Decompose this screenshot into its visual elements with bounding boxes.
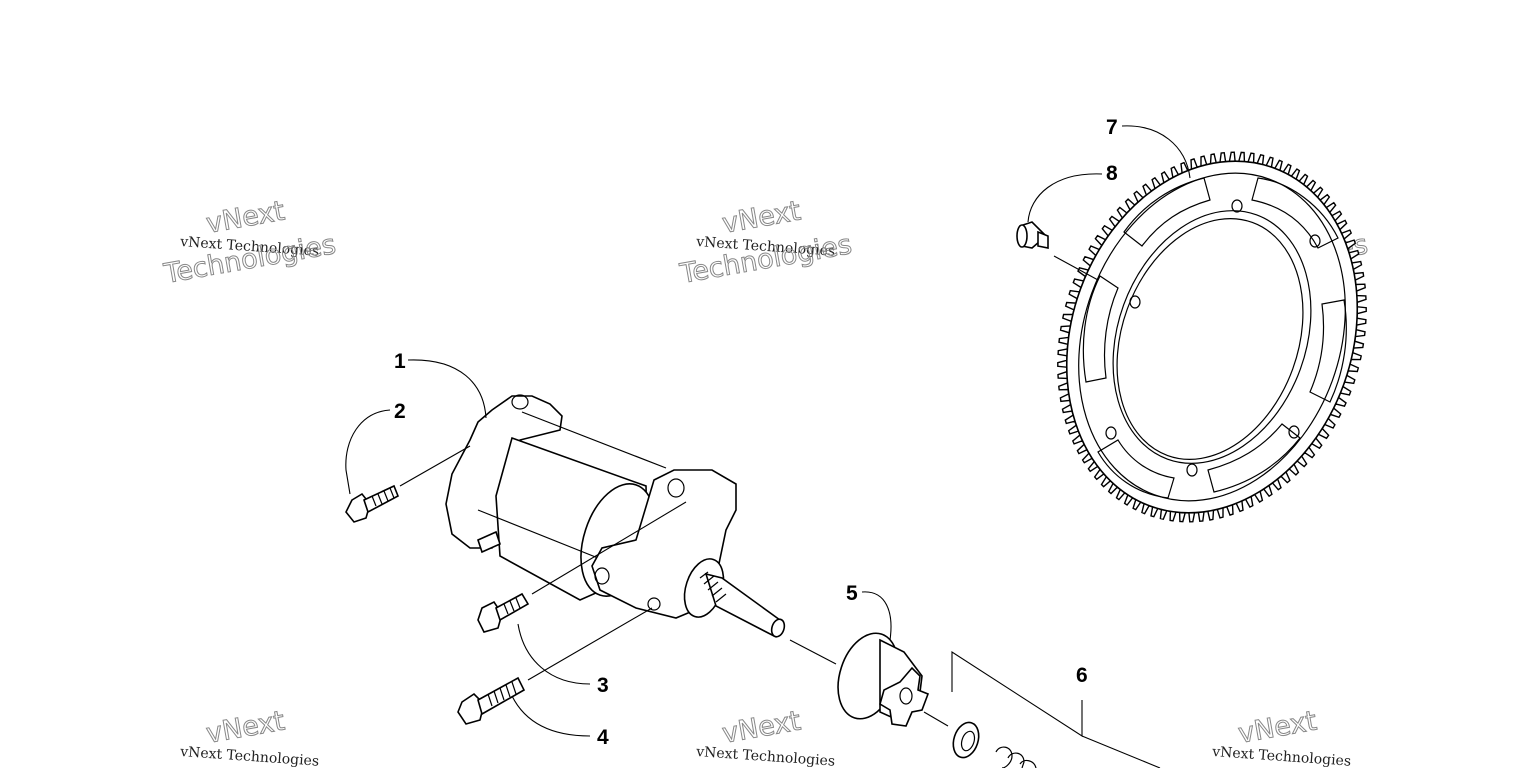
bolt-thread-lines — [487, 681, 517, 707]
watermark: vNext vNext Technologies Technologies — [161, 195, 339, 290]
watermark: vNext vNext Technologies — [695, 705, 836, 768]
leader-5 — [861, 591, 892, 641]
watermark-large-1: vNext — [204, 706, 287, 750]
gear-hole — [1288, 425, 1300, 439]
starter-front-lug — [594, 567, 610, 585]
flat-head-screw — [1016, 221, 1099, 281]
watermark-large-1: vNext — [204, 196, 287, 240]
drive-centerline — [923, 711, 949, 727]
starter-terminal-stud — [477, 530, 501, 554]
bolt-centerline — [531, 501, 687, 595]
starter-shaft-tip — [770, 618, 786, 638]
gear-slot — [1207, 423, 1301, 493]
starter-rear-cap-lug — [511, 394, 529, 410]
watermark-large-1: vNext — [720, 196, 803, 240]
ring-gear — [1057, 151, 1367, 523]
starter-through-bolt — [477, 509, 609, 563]
gear-slot — [1309, 299, 1347, 403]
kit-spring — [995, 746, 1037, 768]
leader-8 — [1027, 173, 1103, 223]
kit-collar — [952, 721, 980, 759]
bolt-thread — [363, 484, 400, 514]
ring-gear-holes — [1105, 199, 1321, 477]
leader-1 — [407, 359, 487, 419]
watermark: vNext vNext Technologies — [179, 705, 320, 768]
gear-hole — [1231, 199, 1243, 213]
callout-4: 4 — [597, 726, 609, 749]
starter-shaft-splines — [699, 571, 727, 603]
watermark-large-1: vNext — [1236, 706, 1319, 750]
bolt-centerline — [527, 607, 653, 681]
kit-bracket — [1081, 735, 1161, 768]
gear-slot — [1123, 177, 1211, 247]
leader-4 — [511, 695, 591, 737]
starter-drive — [789, 632, 949, 727]
screw-centerline — [1053, 255, 1099, 281]
mounting-bolt-3 — [477, 501, 687, 633]
gear-hole — [1309, 234, 1321, 248]
watermark-small: vNext Technologies — [1211, 744, 1352, 768]
callout-8: 8 — [1106, 162, 1118, 185]
watermark-small: vNext Technologies — [179, 744, 320, 768]
mounting-bolt-2 — [345, 445, 471, 523]
bolt-thread-lines — [371, 487, 395, 507]
ring-gear-inner-bore — [1112, 210, 1312, 464]
drive-pinion-bore — [899, 687, 913, 705]
callout-labels: 1 2 3 4 5 6 7 8 — [394, 116, 1118, 749]
callout-3: 3 — [597, 674, 609, 697]
callout-2: 2 — [394, 400, 406, 423]
screw-shank — [1037, 230, 1049, 249]
ring-gear-bore-edge — [1116, 218, 1304, 460]
ring-gear-slots — [1082, 177, 1347, 499]
callout-1: 1 — [394, 350, 406, 373]
watermark-small: vNext Technologies — [695, 744, 836, 768]
gear-slot — [1082, 275, 1119, 383]
leader-7 — [1121, 125, 1191, 179]
drive-pinion — [879, 666, 930, 727]
bolt-thread-lines — [503, 597, 521, 615]
starter-through-bolt — [521, 411, 667, 469]
leader-2 — [345, 409, 391, 495]
gear-hole — [1105, 426, 1117, 440]
gear-hole — [1129, 295, 1141, 309]
mounting-bolt-4 — [457, 607, 653, 725]
gear-slot — [1097, 439, 1175, 499]
bolt-centerline — [399, 445, 471, 487]
ring-gear-body — [1065, 160, 1359, 514]
gear-hole — [1186, 463, 1198, 477]
kit-bracket — [951, 650, 1083, 738]
callout-6: 6 — [1076, 664, 1088, 687]
bolt-thread — [477, 676, 526, 716]
starter-front-lug — [647, 597, 661, 611]
drive-centerline — [789, 639, 837, 665]
kit-collar-bore — [960, 730, 976, 752]
watermark-large-1: vNext — [720, 706, 803, 750]
gear-slot — [1251, 177, 1339, 249]
spring-kit — [951, 650, 1161, 768]
watermark: vNext vNext Technologies — [1211, 705, 1352, 768]
starter-motor — [445, 394, 786, 638]
watermark: vNext vNext Technologies Technologies — [677, 195, 855, 290]
leader-3 — [517, 623, 591, 685]
screw-head-face — [1016, 224, 1028, 248]
callout-5: 5 — [846, 582, 858, 605]
starter-front-lug — [667, 478, 685, 498]
callout-7: 7 — [1106, 116, 1118, 139]
bolt-head — [457, 692, 485, 725]
callout-leaders — [345, 125, 1191, 737]
